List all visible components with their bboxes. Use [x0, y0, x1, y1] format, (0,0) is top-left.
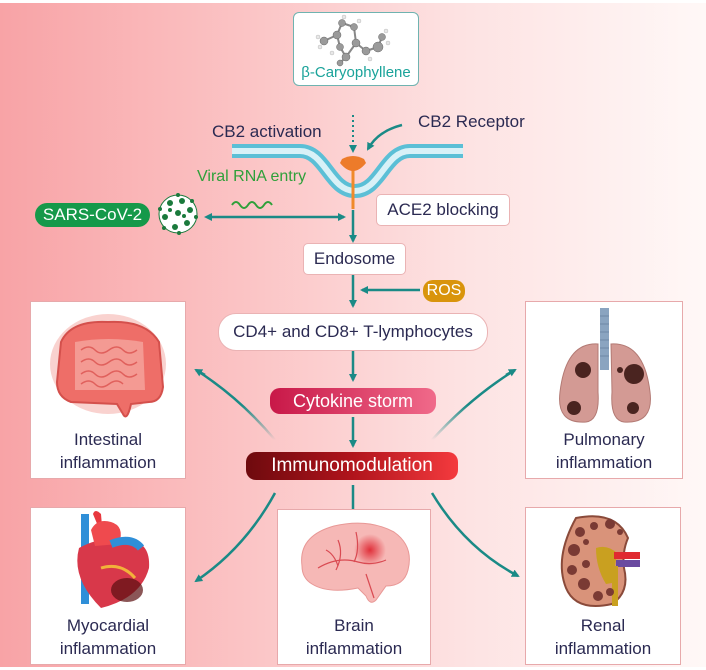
compound-box: β-Caryophyllene — [293, 12, 419, 86]
lungs-icon — [559, 308, 651, 423]
kidney-icon — [560, 515, 640, 607]
cell-membrane — [232, 144, 463, 199]
myocardial-panel: Myocardial inflammation — [30, 507, 186, 665]
cb2-receptor-label: CB2 Receptor — [418, 112, 525, 131]
viral-rna-icon — [231, 201, 273, 209]
endosome-box: Endosome — [303, 243, 406, 275]
arrow-to-renal — [430, 492, 520, 578]
intestinal-panel: Intestinal inflammation — [30, 301, 186, 479]
immunomodulation-badge: Immunomodulation — [246, 452, 458, 480]
renal-label-line1: Renal — [580, 616, 626, 635]
viral-rna-entry-label: Viral RNA entry — [197, 168, 307, 185]
cytokine-storm-badge: Cytokine storm — [270, 388, 436, 414]
molecule-3d-icon — [315, 14, 391, 67]
lymphocytes-box: CD4+ and CD8+ T-lymphocytes — [218, 313, 488, 351]
heart-icon — [77, 511, 150, 608]
myocardial-label-line2: inflammation — [59, 639, 157, 658]
pulmonary-panel: Pulmonary inflammation — [525, 301, 683, 479]
lymphocytes-label: CD4+ and CD8+ T-lymphocytes — [233, 322, 473, 341]
brain-panel: Brain inflammation — [277, 509, 431, 665]
ace2-blocking-box: ACE2 blocking — [376, 194, 510, 226]
compound-label: β-Caryophyllene — [301, 64, 411, 81]
intestinal-label-line2: inflammation — [59, 453, 157, 472]
pulmonary-label-line1: Pulmonary — [563, 430, 645, 449]
sars-cov-2-badge: SARS-CoV-2 — [35, 203, 150, 227]
ros-badge: ROS — [423, 280, 465, 302]
intestinal-label-line1: Intestinal — [73, 430, 143, 449]
brain-label-line2: inflammation — [305, 639, 403, 658]
cb2-activation-label: CB2 activation — [212, 122, 322, 141]
cb2-receptor-icon — [340, 156, 366, 209]
brain-label-line1: Brain — [334, 616, 374, 635]
intestine-icon — [50, 314, 166, 418]
renal-panel: Renal inflammation — [525, 507, 681, 665]
myocardial-label-line1: Myocardial — [66, 616, 150, 635]
renal-label-line2: inflammation — [554, 639, 652, 658]
brain-icon — [301, 522, 410, 603]
arrow-to-intestinal — [195, 368, 276, 441]
pulmonary-label-line2: inflammation — [555, 453, 653, 472]
arrow-to-myocardial — [194, 492, 277, 583]
diagram-background: β-Caryophyllene CB2 activation CB2 Recep… — [0, 3, 706, 667]
receptor-pointer-arrow — [366, 123, 403, 151]
ace2-blocking-label: ACE2 blocking — [387, 200, 499, 219]
arrow-to-pulmonary — [431, 368, 516, 441]
connectors-layer — [194, 115, 520, 583]
endosome-label: Endosome — [313, 249, 396, 268]
